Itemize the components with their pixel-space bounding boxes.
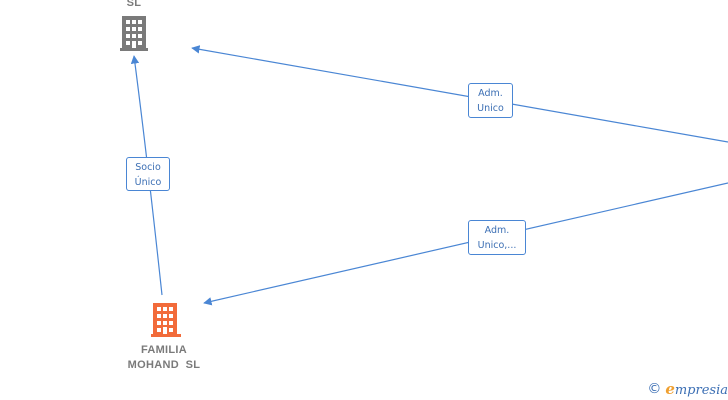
edge-label-line1: Adm. — [478, 88, 503, 99]
brand-initial: e — [665, 380, 675, 398]
brand-logo: empresia — [665, 380, 728, 398]
edge-label-adm-unico-bottom[interactable]: Adm. Unico,... — [468, 220, 526, 255]
edge-adm-unico-top[interactable] — [191, 45, 728, 143]
edge-label-socio-unico[interactable]: Socio Único — [126, 157, 170, 191]
edge-label-adm-unico-top[interactable]: Adm. Unico — [468, 83, 513, 118]
edge-adm-unico-bottom[interactable] — [203, 182, 728, 306]
footer-brand: © empresia — [647, 378, 728, 400]
node-label-text: SL — [126, 0, 142, 9]
node-label-familia-mohand[interactable]: FAMILIA MOHAND SL — [104, 343, 224, 373]
edge-label-line2: Unico,... — [477, 240, 517, 251]
node-label-line2: MOHAND SL — [127, 359, 201, 371]
copyright-symbol: © — [647, 381, 662, 397]
building-icon[interactable] — [151, 303, 181, 337]
edge-label-line2: Unico — [477, 103, 504, 114]
building-icon[interactable] — [120, 16, 148, 51]
node-label-line1: FAMILIA — [140, 344, 188, 356]
brand-name: mpresia — [674, 383, 728, 398]
edge-label-line2: Único — [134, 177, 162, 188]
node-label-top-company[interactable]: SL — [114, 0, 154, 11]
edge-label-line1: Adm. — [484, 225, 510, 236]
edge-label-line1: Socio — [135, 162, 161, 173]
